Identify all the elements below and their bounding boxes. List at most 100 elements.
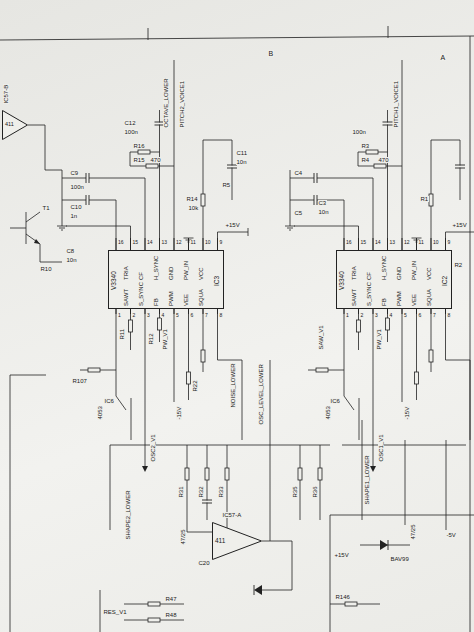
- signal-label: R47: [165, 596, 177, 602]
- pin-name: GND: [168, 266, 174, 279]
- pin-name: SAWT: [123, 289, 129, 306]
- signal-label: R14: [186, 196, 198, 202]
- transistor-arrow: [34, 239, 40, 244]
- component-symbols: [185, 468, 189, 480]
- part-value: 411: [215, 538, 225, 545]
- diode-symbol: [380, 540, 388, 550]
- signal-label: OSC_LEVEL_LOWER: [258, 364, 264, 425]
- pin-name: FB: [153, 298, 159, 306]
- signal-label: 100n: [124, 129, 138, 135]
- signal-label: BAV99: [390, 556, 409, 562]
- diode-symbol: [254, 585, 262, 595]
- pin-name: SQUA: [198, 289, 204, 306]
- signal-label: SHAPE1_LOWER: [364, 455, 370, 505]
- signal-label: 1n: [70, 213, 78, 219]
- pin-number: 11: [190, 240, 196, 245]
- pin-name: VEE: [411, 294, 417, 306]
- signal-label: IC57-B: [3, 84, 9, 104]
- signal-label: PITCH1_VOICE1: [393, 80, 399, 128]
- pin-number: 16: [346, 240, 353, 245]
- pin-name: TRIA: [351, 266, 357, 280]
- signal-label: R11: [119, 328, 125, 340]
- signal-label: C12: [124, 120, 136, 126]
- signal-label: IC6: [104, 398, 114, 404]
- pin-number: 14: [147, 240, 154, 245]
- diode-symbol: [388, 540, 389, 550]
- pin-name: H_SYNC: [153, 255, 159, 279]
- pin-number: 10: [205, 240, 212, 245]
- pin-number: 5: [404, 313, 408, 318]
- pin-name: H_SYNC: [381, 255, 387, 279]
- signal-label: R16: [133, 143, 145, 149]
- pin-number: 3: [375, 313, 379, 318]
- pin-number: 15: [132, 240, 139, 245]
- signal-label: R3: [361, 143, 370, 149]
- signal-label: OCTAVE_LOWER: [163, 78, 169, 128]
- pin-name: SAWT: [351, 289, 357, 306]
- pin-number: 4: [389, 313, 393, 318]
- signal-label: C11: [236, 150, 248, 156]
- chip-name: V3340: [339, 271, 346, 290]
- chip-name: V3340: [111, 271, 118, 290]
- signal-label: R48: [165, 612, 177, 618]
- component-symbols: [205, 468, 209, 480]
- signal-label: R32: [198, 486, 204, 498]
- pin-name: CF: [366, 272, 372, 280]
- pin-name: TRIA: [123, 266, 129, 280]
- pin-number: 2: [360, 313, 364, 318]
- signal-label: R107: [72, 378, 87, 384]
- signal-label: RES_V1: [103, 609, 127, 615]
- pin-number: 6: [190, 313, 194, 318]
- pin-name: CF: [138, 272, 144, 280]
- pin-name: GND: [396, 266, 402, 279]
- wire: [10, 125, 330, 632]
- signal-label: R4: [361, 157, 370, 163]
- signal-label: 470: [378, 157, 389, 163]
- wire: [57, 60, 248, 250]
- wire: [10, 125, 474, 632]
- pin-number: 15: [360, 240, 367, 245]
- signal-label: R22: [192, 380, 198, 392]
- sheet-border: [0, 26, 474, 632]
- pin-number: 4: [161, 313, 165, 318]
- signal-label: B: [268, 50, 274, 57]
- signal-label: A: [440, 54, 446, 61]
- signal-label: 100n: [352, 129, 366, 135]
- pin-number: 2: [132, 313, 136, 318]
- component-symbols: [202, 500, 212, 503]
- signal-label: R146: [335, 594, 350, 600]
- pin-number: 9: [219, 240, 223, 245]
- pin-name: S_SYNC: [138, 282, 144, 306]
- chip-name: IC2: [442, 275, 449, 285]
- pin-number: 13: [389, 240, 396, 245]
- signal-label: R35: [292, 486, 298, 498]
- pin-name: S_SYNC: [366, 282, 372, 306]
- pin-name: SQUA: [426, 289, 432, 306]
- pin-number: 10: [433, 240, 440, 245]
- pin-number: 8: [219, 313, 223, 318]
- pin-number: 14: [375, 240, 382, 245]
- signal-label: IC6: [330, 398, 340, 404]
- opamp-symbol: 411: [2, 110, 28, 140]
- pin-number: 13: [161, 240, 168, 245]
- signal-label: R10: [40, 266, 52, 272]
- signal-label: C10: [70, 204, 82, 210]
- signal-label: +15V: [452, 222, 467, 228]
- signal-label: 100n: [70, 184, 84, 190]
- signal-label: R36: [312, 486, 318, 498]
- pin-name: VCC: [426, 267, 432, 280]
- signal-label: +15V: [334, 552, 349, 558]
- pin-number: 16: [118, 240, 125, 245]
- signal-label: R1: [420, 196, 429, 202]
- signal-label: SAW_V1: [318, 325, 324, 350]
- pin-name: FB: [381, 298, 387, 306]
- pin-number: 5: [176, 313, 180, 318]
- pin-number: 11: [418, 240, 424, 245]
- signal-label: OSC2_V1: [150, 434, 156, 462]
- signal-label: R5: [222, 182, 231, 188]
- signal-label: R33: [218, 486, 224, 498]
- signal-label: 10n: [66, 257, 77, 263]
- opamp-outline: [213, 523, 262, 560]
- signal-label: 47/25: [180, 529, 186, 545]
